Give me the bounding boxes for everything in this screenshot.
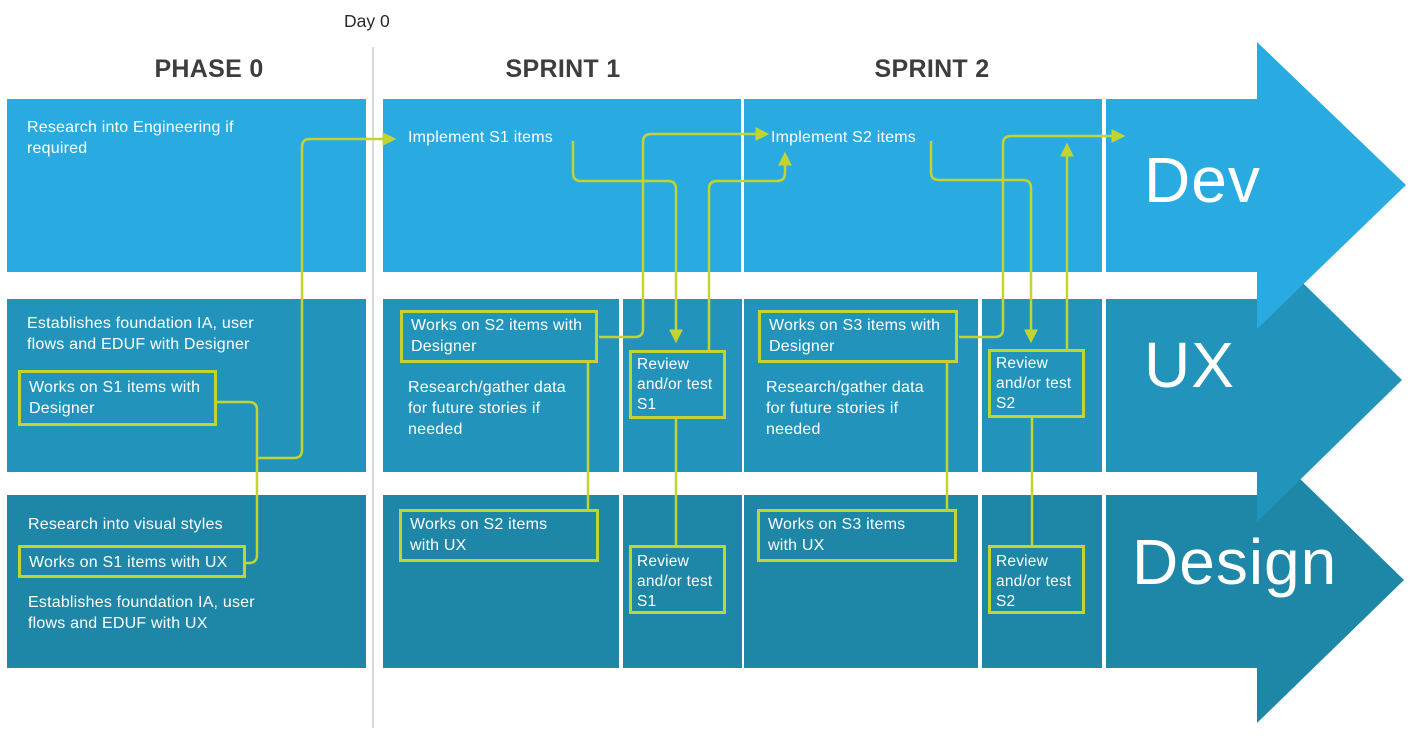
design-sprint1-task-box: Works on S2 items with UX <box>399 509 599 562</box>
dev-lane-arrow <box>1106 42 1406 329</box>
design-sprint2-review-box: Review and/or test S2 <box>988 545 1085 614</box>
header-sprint2: SPRINT 2 <box>874 55 990 83</box>
design-phase0-block <box>7 495 366 668</box>
design-phase0-task-box: Works on S1 items with UX <box>18 545 246 578</box>
design-phase0-research-text: Research into visual styles <box>28 516 223 533</box>
ux-sprint1-task-box: Works on S2 items with Designer <box>400 310 598 363</box>
ux-lane-label: UX <box>1144 329 1235 401</box>
design-sprint2-main-block <box>744 495 978 668</box>
dev-sprint2-text: Implement S2 items <box>771 129 916 146</box>
day0-divider-line <box>372 47 374 728</box>
dev-sprint1-block <box>383 99 741 272</box>
dev-phase0-text: Research into Engineering if required <box>27 119 234 157</box>
design-sprint1-main-block <box>383 495 619 668</box>
design-phase0-eduf-text: Establishes foundation IA, user flows an… <box>28 594 255 632</box>
dev-sprint2-block <box>744 99 1102 272</box>
header-phase0: PHASE 0 <box>154 55 264 83</box>
ux-sprint1-research-text: Research/gather data for future stories … <box>408 379 566 438</box>
day0-label: Day 0 <box>344 11 390 31</box>
ux-lane-arrow <box>1106 238 1402 522</box>
ux-phase0-task-box: Works on S1 items with Designer <box>18 370 217 426</box>
ux-sprint1-review-box: Review and/or test S1 <box>629 350 726 419</box>
design-sprint1-review-block <box>623 495 742 668</box>
design-sprint2-task-box: Works on S3 items with UX <box>757 509 957 562</box>
dev-sprint1-text: Implement S1 items <box>408 129 553 146</box>
ux-phase0-text: Establishes foundation IA, user flows an… <box>27 315 254 353</box>
dev-lane-label: Dev <box>1144 144 1261 216</box>
design-sprint1-review-box: Review and/or test S1 <box>629 545 726 614</box>
ux-sprint2-review-box: Review and/or test S2 <box>988 349 1085 418</box>
design-lane-arrow <box>1106 437 1404 723</box>
ux-sprint2-task-box: Works on S3 items with Designer <box>758 310 958 363</box>
header-sprint1: SPRINT 1 <box>505 55 621 83</box>
design-lane-label: Design <box>1132 526 1338 598</box>
ux-sprint2-research-text: Research/gather data for future stories … <box>766 379 924 438</box>
